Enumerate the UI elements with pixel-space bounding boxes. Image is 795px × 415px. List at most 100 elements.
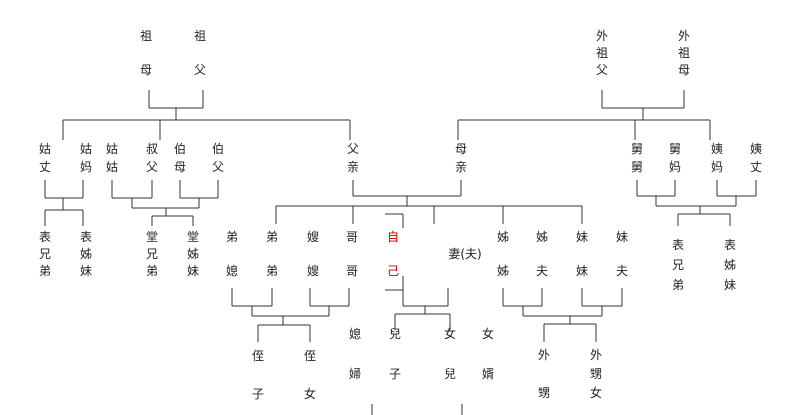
father-label: 父亲 <box>347 142 359 174</box>
kinship-char: 兒 <box>389 327 401 341</box>
kinship-char: 姊 <box>80 247 92 261</box>
kinship-char: 姑 <box>106 142 118 156</box>
kinship-char: 甥 <box>590 367 602 381</box>
kinship-char: 祖 <box>678 45 690 60</box>
kinship-char: 姨 <box>750 142 762 156</box>
kinship-char: 妻(夫) <box>448 247 481 261</box>
kinship-char: 祖 <box>194 28 206 43</box>
kinship-char: 祖 <box>596 45 608 60</box>
kinship-char: 妹 <box>80 264 92 278</box>
kinship-char: 姑 <box>80 142 92 156</box>
kinship-char: 兄 <box>39 247 51 261</box>
kinship-char: 嫂 <box>307 264 319 278</box>
kinship-char: 妈 <box>711 160 723 174</box>
kinship-char: 妹 <box>576 264 588 278</box>
kinship-char: 弟 <box>266 230 278 244</box>
spouse-label: 妻(夫) <box>448 247 481 261</box>
kinship-char: 姊 <box>497 230 509 244</box>
kinship-char: 夫 <box>536 264 548 278</box>
kinship-char: 媳 <box>226 263 238 278</box>
paternal-grandparents-label: 祖母 祖父 <box>140 28 206 77</box>
kinship-char: 伯 <box>212 141 224 156</box>
kinship-char: 哥 <box>346 264 358 278</box>
kinship-char: 父 <box>212 160 224 174</box>
kinship-char: 兄 <box>672 258 684 272</box>
kinship-char: 甥 <box>538 386 550 400</box>
kinship-char: 妈 <box>80 160 92 174</box>
kinship-char: 姑 <box>106 160 118 174</box>
kinship-char: 丈 <box>750 160 762 174</box>
kinship-char: 舅 <box>631 160 643 174</box>
kinship-char: 媳 <box>349 326 361 341</box>
kinship-char: 女 <box>482 326 494 341</box>
kinship-char: 表 <box>39 230 51 244</box>
kinship-char: 舅 <box>631 142 643 156</box>
kinship-char: 亲 <box>347 160 359 174</box>
kinship-char: 母 <box>140 63 152 77</box>
kinship-char: 婦 <box>349 366 361 381</box>
kinship-char: 父 <box>146 160 158 174</box>
kinship-char: 妹 <box>724 278 736 292</box>
self-label: 自己 <box>387 230 399 278</box>
kinship-char: 女 <box>590 385 602 400</box>
kinship-char: 姊 <box>536 230 548 244</box>
kinship-char: 弟 <box>266 264 278 278</box>
kinship-char: 己 <box>387 264 399 278</box>
kinship-char: 姑 <box>39 142 51 156</box>
kinship-char: 父 <box>596 63 608 77</box>
kinship-char: 弟 <box>226 230 238 244</box>
kinship-char: 嫂 <box>307 230 319 244</box>
kinship-char: 舅 <box>669 142 681 156</box>
kinship-char: 侄 <box>304 349 316 363</box>
kinship-char: 母 <box>174 160 186 174</box>
tree-connectors <box>44 90 757 415</box>
kinship-char: 夫 <box>616 264 628 278</box>
kinship-char: 姨 <box>711 142 723 156</box>
kinship-char: 表 <box>724 238 736 252</box>
kinship-char: 外 <box>596 29 608 43</box>
kinship-char: 妈 <box>669 160 681 174</box>
kinship-char: 弟 <box>146 264 158 278</box>
kinship-char: 婿 <box>482 367 494 381</box>
kinship-char: 子 <box>389 367 401 381</box>
kinship-char: 姊 <box>187 247 199 261</box>
kinship-char: 女 <box>444 326 456 341</box>
kinship-char: 表 <box>80 230 92 244</box>
kinship-char: 弟 <box>672 278 684 292</box>
kinship-char: 母 <box>678 63 690 77</box>
mother-label: 母亲 <box>455 142 467 174</box>
kinship-char: 弟 <box>39 264 51 278</box>
kinship-char: 自 <box>387 230 399 244</box>
kinship-char: 子 <box>252 387 264 401</box>
kinship-char: 妹 <box>576 230 588 244</box>
kinship-char: 父 <box>194 63 206 77</box>
kinship-char: 堂 <box>146 230 158 244</box>
kinship-char: 叔 <box>146 142 158 156</box>
kinship-char: 伯 <box>174 141 186 156</box>
kinship-char: 侄 <box>252 349 264 363</box>
kinship-char: 外 <box>538 348 550 362</box>
kinship-char: 外 <box>678 29 690 43</box>
kinship-char: 丈 <box>39 160 51 174</box>
kinship-char: 外 <box>590 348 602 362</box>
kinship-char: 姊 <box>497 264 509 278</box>
kinship-char: 兄 <box>146 247 158 261</box>
kinship-char: 亲 <box>455 160 467 174</box>
kinship-char: 哥 <box>346 230 358 244</box>
kinship-char: 妹 <box>616 230 628 244</box>
kinship-char: 祖 <box>140 28 152 43</box>
kinship-char: 表 <box>672 238 684 252</box>
